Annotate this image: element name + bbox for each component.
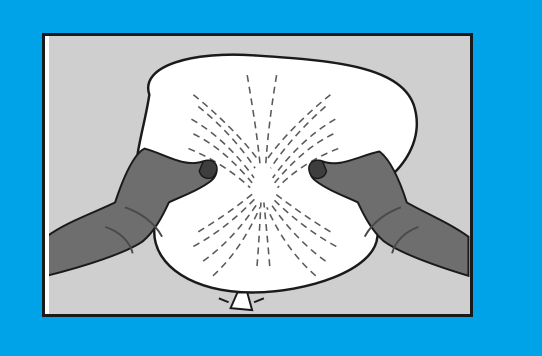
balloon-illustration	[45, 36, 470, 314]
illustration-panel	[42, 33, 473, 317]
balloon-knot-icon	[219, 292, 264, 310]
